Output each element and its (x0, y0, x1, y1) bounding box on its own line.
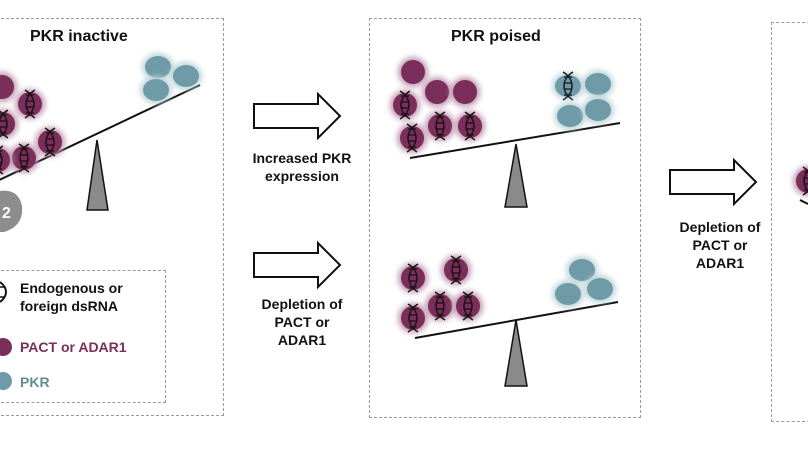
fulcrum-poised-top-icon (504, 143, 528, 208)
pact-dsrna-complex-icon (455, 111, 485, 141)
legend-line: Endogenous or (20, 280, 123, 296)
fulcrum-inactive-icon (86, 139, 109, 211)
caption-line: Depletion of (679, 219, 761, 235)
caption-line: ADAR1 (277, 332, 327, 348)
pact-legend-icon (0, 338, 12, 356)
caption-line: Increased PKR (252, 150, 352, 166)
caption-line: PACT or (274, 314, 330, 330)
panel-title-inactive: PKR inactive (30, 28, 128, 45)
pkr-molecule-icon (566, 256, 598, 284)
pact-adar1-molecule-icon (450, 77, 480, 107)
pact-dsrna-complex-icon (397, 123, 427, 153)
legend-line: foreign dsRNA (20, 298, 118, 314)
arrow-depletion-right-icon (669, 157, 758, 207)
pkr-molecule-icon (142, 53, 174, 81)
pkr-molecule-icon (140, 76, 172, 104)
panel-pkr-poised (369, 18, 641, 418)
pact-dsrna-complex-icon (398, 303, 428, 333)
legend-pkr-label: PKR (20, 374, 50, 390)
pact-dsrna-complex-icon (425, 291, 455, 321)
pact-adar1-molecule-icon (422, 77, 452, 107)
molecule-layer (0, 53, 808, 333)
pact-dsrna-complex-icon (793, 166, 808, 196)
pkr-molecule-icon (582, 70, 614, 98)
panel-pkr-inactive (0, 18, 224, 416)
pact-dsrna-complex-icon (9, 143, 39, 173)
pkr-molecule-icon (582, 96, 614, 124)
pact-adar1-molecule-icon (0, 72, 17, 102)
legend-box (0, 270, 166, 403)
pact-dsrna-complex-icon (35, 127, 65, 157)
legend-pact-label: PACT or ADAR1 (20, 339, 127, 355)
panel-title-poised: PKR poised (451, 28, 541, 45)
arrow-depletion-left-icon (253, 240, 342, 290)
caption-increased-pkr: Increased PKR expression (222, 149, 382, 185)
caption-depletion-right: Depletion of PACT or ADAR1 (640, 218, 800, 272)
pkr-molecule-icon (554, 102, 586, 130)
arrow-increased-pkr-icon (253, 91, 342, 141)
caption-line: ADAR1 (695, 255, 745, 271)
pact-dsrna-complex-icon (390, 90, 420, 120)
caption-line: PACT or (692, 237, 748, 253)
pact-adar1-molecule-icon (398, 57, 428, 87)
fulcrum-poised-bottom-icon (504, 319, 528, 387)
grey-partial-shape (0, 190, 23, 232)
seesaw-beam-poised-top (409, 122, 621, 159)
pkr-molecule-icon (170, 62, 202, 90)
caption-line: expression (265, 168, 339, 184)
pkr-molecule-icon (552, 280, 584, 308)
panel-pkr-active-partial (771, 22, 808, 422)
pact-dsrna-complex-icon (15, 89, 45, 119)
caption-line: Depletion of (261, 296, 343, 312)
partial-shape-label: 2 (2, 205, 11, 222)
legend-dsrna-label: Endogenous or foreign dsRNA (20, 279, 123, 315)
pact-dsrna-complex-icon (0, 145, 13, 175)
pact-dsrna-complex-icon (398, 263, 428, 293)
pact-dsrna-complex-icon (425, 111, 455, 141)
pkr-legend-icon (0, 372, 12, 390)
pact-dsrna-complex-icon (0, 109, 18, 139)
caption-depletion-left: Depletion of PACT or ADAR1 (222, 295, 382, 349)
pact-dsrna-complex-icon (441, 255, 471, 285)
pact-dsrna-complex-icon (453, 291, 483, 321)
pkr-molecule-icon (584, 275, 616, 303)
dsrna-legend-icon (0, 281, 7, 303)
seesaw-beam-partial (799, 199, 808, 205)
pkr-dsrna-complex-icon (552, 71, 584, 101)
